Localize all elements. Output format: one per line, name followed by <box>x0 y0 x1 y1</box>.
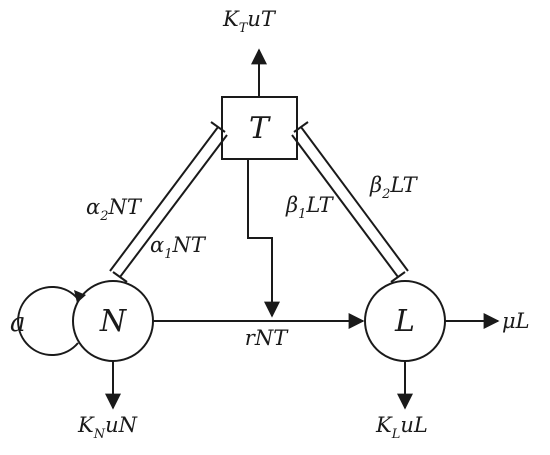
node-t: T <box>221 96 298 160</box>
node-l-label: L <box>394 304 415 339</box>
alpha2-inhibition-line <box>109 126 219 272</box>
node-t-label: T <box>249 111 271 146</box>
beta2-inhibition-bar <box>293 121 309 133</box>
beta1-label: β1LT <box>285 193 335 222</box>
n-growth-loop <box>17 286 79 356</box>
n-decay-label: KNuN <box>77 413 138 442</box>
beta1-inhibition-line <box>291 134 399 278</box>
alpha2-inhibition-bar <box>210 121 226 133</box>
alpha2-label: α2NT <box>86 195 143 224</box>
tumor-to-interaction-arrow <box>247 159 280 318</box>
node-t-box <box>221 96 298 160</box>
tumor-decay-label: KTuT <box>222 7 277 36</box>
n-growth-label: a <box>10 308 26 338</box>
beta2-inhibition-line <box>300 126 409 272</box>
alpha1-inhibition-bar <box>112 271 128 283</box>
beta2-label: β2LT <box>369 173 419 202</box>
alpha1-inhibition-line <box>119 134 228 278</box>
node-l: L <box>364 280 446 362</box>
l-decay-label: KLuL <box>375 413 428 442</box>
l-outflow-label: μL <box>502 309 530 333</box>
node-n-label: N <box>99 304 128 339</box>
n-growth-arrowhead <box>74 290 86 303</box>
node-n: N <box>72 280 154 362</box>
n-to-l-label: rNT <box>245 326 289 350</box>
alpha1-label: α1NT <box>150 233 207 262</box>
beta1-inhibition-bar <box>390 271 406 283</box>
